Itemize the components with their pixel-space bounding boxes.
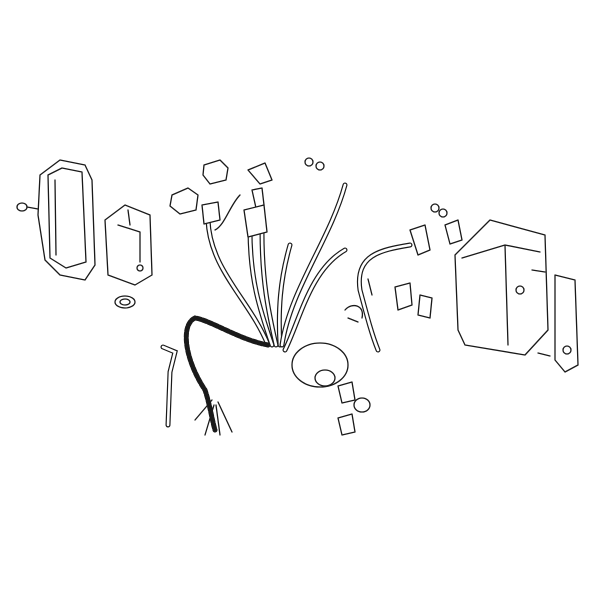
connector-plug-2 [243,204,268,238]
ignition-switch [291,342,349,388]
bolt [16,202,39,212]
switch-wire [356,242,413,353]
keys [337,381,371,436]
nuts-top [304,157,325,171]
relay-block [169,187,199,215]
small-bracket [444,219,463,245]
control-box [454,219,549,356]
connector-plug-1 [201,201,221,225]
screws [531,269,551,357]
connector-cap-1 [202,159,229,185]
clip [344,304,364,323]
cover-panel [37,159,96,281]
mounting-plate [554,274,579,373]
nuts-right [430,203,448,218]
ground-wire [160,344,178,428]
grommet [114,295,136,309]
switch-unit [409,224,431,256]
wire-harness [183,182,348,436]
connector-cap-2 [247,162,273,185]
bracket-relay [104,204,153,286]
sensor [394,282,433,319]
